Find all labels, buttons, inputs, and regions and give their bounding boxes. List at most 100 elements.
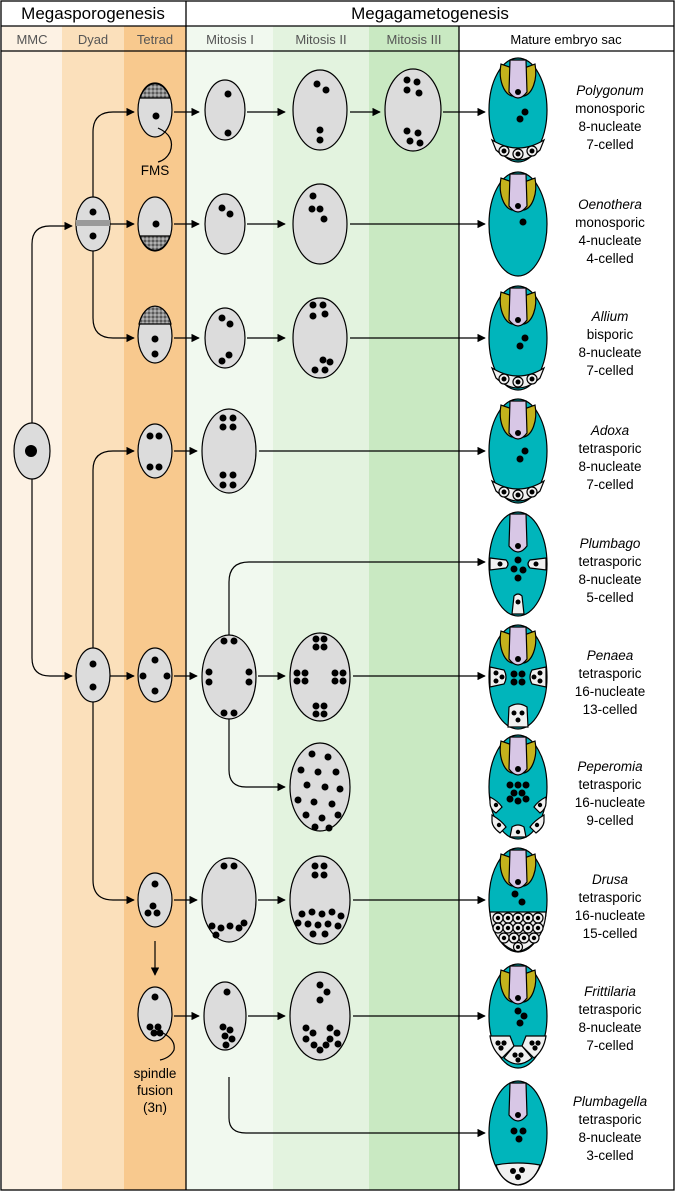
type-label-allium: Allium bisporic 8-nucleate 7-celled [578, 309, 641, 378]
svg-text:8-nucleate: 8-nucleate [578, 1020, 641, 1035]
type-label-peperomia: Peperomia tetrasporic 16-nucleate 9-cell… [575, 759, 646, 828]
svg-text:13-celled: 13-celled [583, 702, 638, 717]
type-labels: Polygonum monosporic 8-nucleate 7-celled… [573, 83, 648, 1163]
svg-text:bisporic: bisporic [587, 327, 634, 342]
mitosis-2-cell [292, 297, 348, 379]
svg-text:7-celled: 7-celled [586, 363, 633, 378]
svg-text:7-celled: 7-celled [586, 137, 633, 152]
sac-drusa [488, 847, 548, 953]
svg-text:Frittilaria: Frittilaria [584, 984, 636, 999]
svg-text:16-nucleate: 16-nucleate [575, 908, 646, 923]
svg-text:tetrasporic: tetrasporic [578, 1112, 641, 1127]
mature-embryo-sacs [488, 57, 548, 1186]
svg-text:tetrasporic: tetrasporic [578, 666, 641, 681]
svg-text:15-celled: 15-celled [583, 926, 638, 941]
dyad-cell [75, 647, 111, 703]
band-mitosis-3 [369, 26, 459, 1190]
type-label-penaea: Penaea tetrasporic 16-nucleate 13-celled [575, 648, 646, 717]
type-label-plumbagella: Plumbagella tetrasporic 8-nucleate 3-cel… [573, 1094, 648, 1163]
sac-oenothera [488, 171, 548, 277]
svg-text:spindle: spindle [134, 1066, 177, 1081]
svg-text:tetrasporic: tetrasporic [578, 441, 641, 456]
svg-text:tetrasporic: tetrasporic [578, 1002, 641, 1017]
mitosis-2-cell [289, 855, 351, 945]
type-label-frittilaria: Frittilaria tetrasporic 8-nucleate 7-cel… [578, 984, 641, 1053]
svg-text:8-nucleate: 8-nucleate [578, 572, 641, 587]
svg-text:tetrasporic: tetrasporic [578, 777, 641, 792]
sac-polygonum [488, 57, 548, 163]
svg-text:Adoxa: Adoxa [590, 423, 630, 438]
svg-text:Oenothera: Oenothera [578, 197, 642, 212]
mitosis-2-cell [292, 183, 348, 265]
tetrad-cell [137, 647, 173, 703]
svg-text:tetrasporic: tetrasporic [578, 554, 641, 569]
mitosis-1-cell [201, 857, 257, 943]
svg-text:3-celled: 3-celled [586, 1148, 633, 1163]
mitosis-1-cell [203, 981, 247, 1051]
svg-text:fusion: fusion [137, 1083, 173, 1098]
nucleus [25, 445, 37, 457]
mitosis-1-cell [204, 193, 246, 255]
svg-text:Penaea: Penaea [587, 648, 634, 663]
svg-text:8-nucleate: 8-nucleate [578, 459, 641, 474]
stage-mitosis-3: Mitosis III [387, 32, 442, 47]
svg-text:tetrasporic: tetrasporic [578, 890, 641, 905]
svg-text:Drusa: Drusa [592, 872, 629, 887]
svg-text:Allium: Allium [591, 309, 629, 324]
sac-peperomia [488, 734, 548, 840]
mitosis-1-cell [204, 79, 246, 141]
stage-headers: MMC Dyad Tetrad Mitosis I Mitosis II Mit… [16, 32, 622, 47]
sac-plumbagella [488, 1080, 548, 1186]
stage-mature-sac: Mature embryo sac [510, 32, 622, 47]
stage-mmc: MMC [16, 32, 47, 47]
svg-text:(3n): (3n) [143, 1100, 167, 1115]
svg-text:16-nucleate: 16-nucleate [575, 795, 646, 810]
type-label-adoxa: Adoxa tetrasporic 8-nucleate 7-celled [578, 423, 641, 492]
svg-text:16-nucleate: 16-nucleate [575, 684, 646, 699]
spindle-fusion-label: spindle fusion (3n) [134, 1066, 177, 1115]
sac-plumbago [488, 511, 548, 617]
type-label-oenothera: Oenothera monosporic 4-nucleate 4-celled [575, 197, 645, 266]
svg-text:7-celled: 7-celled [586, 477, 633, 492]
header-megasporogenesis: Megasporogenesis [21, 4, 165, 23]
svg-text:Plumbago: Plumbago [580, 536, 641, 551]
stage-mitosis-2: Mitosis II [295, 32, 346, 47]
stage-dyad: Dyad [78, 32, 108, 47]
cells [13, 68, 442, 1061]
svg-text:7-celled: 7-celled [586, 1038, 633, 1053]
mitosis-2-cell [292, 69, 348, 151]
svg-text:Polygonum: Polygonum [576, 83, 644, 98]
type-label-drusa: Drusa tetrasporic 16-nucleate 15-celled [575, 872, 646, 941]
mitosis-2-cell [289, 632, 351, 722]
tetrad-cell [137, 423, 173, 479]
svg-text:4-celled: 4-celled [586, 251, 633, 266]
sac-penaea [488, 624, 548, 730]
arrows [31, 107, 486, 1138]
fms-label: FMS [141, 163, 170, 178]
svg-text:monosporic: monosporic [575, 215, 645, 230]
sac-frittilaria [488, 963, 548, 1069]
mitosis-1-cell [204, 307, 246, 369]
stage-tetrad: Tetrad [137, 32, 173, 47]
mitosis-3-cell [384, 68, 442, 152]
svg-text:4-nucleate: 4-nucleate [578, 233, 641, 248]
mitosis-1-cell [201, 408, 257, 494]
svg-text:9-celled: 9-celled [586, 813, 633, 828]
sac-allium [488, 285, 548, 391]
mitosis-2-cell [289, 742, 351, 832]
type-label-plumbago: Plumbago tetrasporic 8-nucleate 5-celled [578, 536, 641, 605]
svg-text:8-nucleate: 8-nucleate [578, 345, 641, 360]
sac-adoxa [488, 398, 548, 504]
header-megagametogenesis: Megagametogenesis [351, 4, 509, 23]
stage-mitosis-1: Mitosis I [206, 32, 254, 47]
type-label-polygonum: Polygonum monosporic 8-nucleate 7-celled [575, 83, 645, 152]
svg-text:monosporic: monosporic [575, 101, 645, 116]
svg-text:8-nucleate: 8-nucleate [578, 1130, 641, 1145]
svg-text:Plumbagella: Plumbagella [573, 1094, 648, 1109]
mitosis-1-cell [201, 634, 257, 720]
svg-text:8-nucleate: 8-nucleate [578, 119, 641, 134]
tetrad-cell [137, 986, 173, 1042]
svg-text:5-celled: 5-celled [586, 590, 633, 605]
